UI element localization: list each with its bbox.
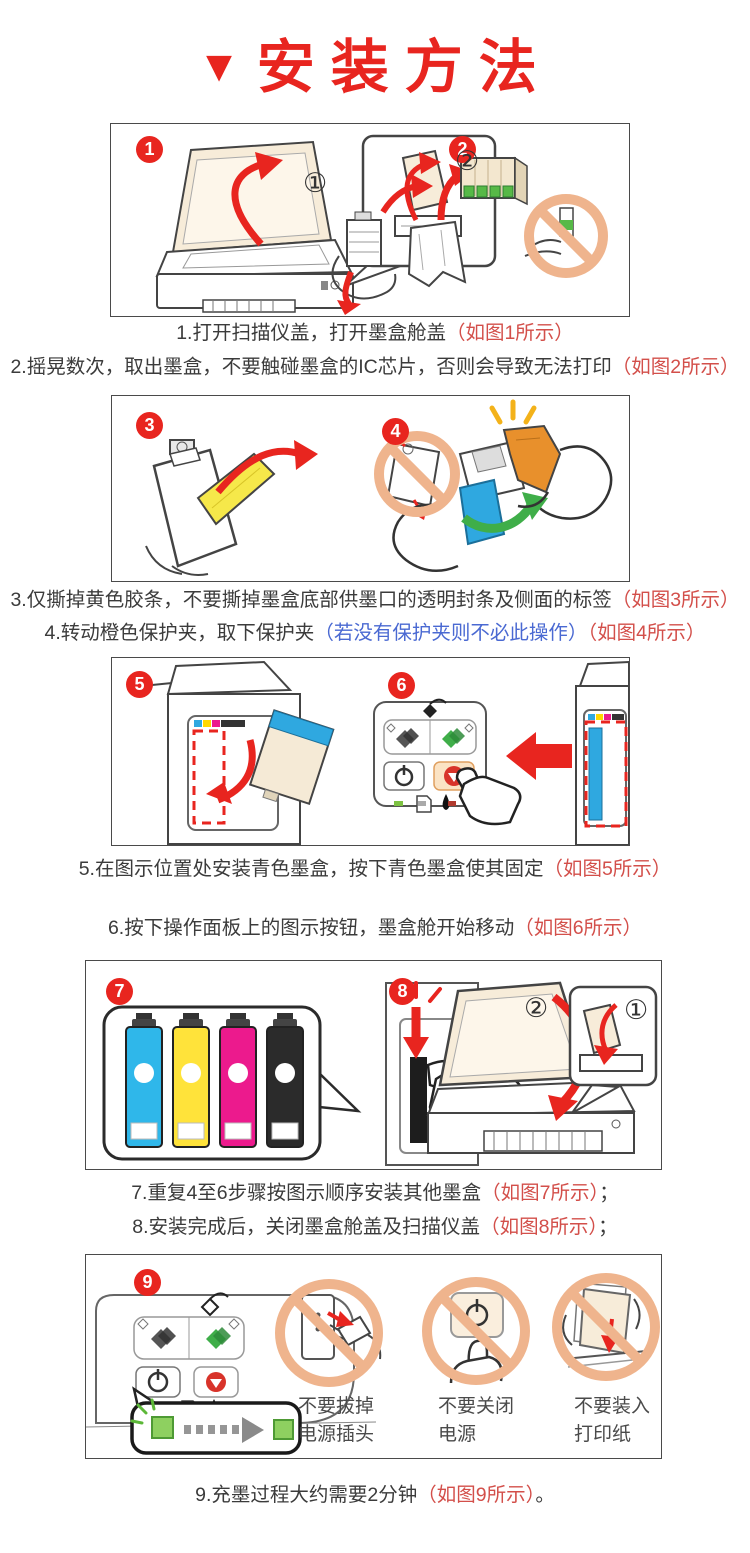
step-3-text: 3.仅撕掉黄色胶条，不要撕掉墨盒底部供墨口的透明封条及侧面的标签 — [10, 589, 612, 611]
prohibition-circle-ic-chip — [524, 194, 608, 278]
step-6: 6.按下操作面板上的图示按钮，墨盒舱开始移动（如图6所示） — [0, 913, 750, 943]
step-8-ref: （如图8所示） — [480, 1216, 599, 1238]
charging-led-callout — [130, 1386, 302, 1455]
prohibition-circle-bottom-seal — [374, 431, 460, 517]
steady-led-square — [273, 1419, 294, 1440]
red-arrow-left — [506, 732, 572, 780]
close-cover-inset — [568, 985, 658, 1114]
step-9: 9.充墨过程大约需要2分钟（如图9所示）。 — [0, 1480, 750, 1510]
ink-cartridge-block-illustration — [460, 156, 528, 206]
warning-line: 电源插头 — [298, 1424, 375, 1445]
figure-badge-4: 4 — [382, 418, 409, 445]
warning-line: 电源 — [438, 1424, 477, 1445]
step-4-text: 4.转动橙色保护夹，取下保护夹 — [44, 622, 315, 644]
step-2: 2.摇晃数次，取出墨盒，不要触碰墨盒的IC芯片，否则会导致无法打印（如图2所示） — [0, 352, 750, 382]
circled-number-2: ② — [455, 146, 480, 176]
figure-badge-9: 9 — [134, 1269, 161, 1296]
cyan-cartridge — [248, 709, 335, 806]
step-8-suffix: ； — [598, 1216, 618, 1238]
figure-box-step-9: 9 不要拔掉 电源插头 不要关闭 电源 不要装入 打印纸 — [85, 1254, 662, 1459]
page-title-text: 安装方法 — [256, 35, 553, 100]
warning-line: 不要装入 — [574, 1396, 651, 1417]
warning-line: 不要关闭 — [438, 1396, 515, 1417]
figure-3-4-illustration — [145, 399, 613, 576]
step-4-note: （若没有保护夹则不必此操作） — [314, 622, 588, 644]
rotate-orange-clip-illustration — [392, 399, 613, 573]
cartridge-bay-installed-illustration — [575, 660, 629, 845]
step-2-ref: （如图2所示） — [611, 356, 740, 378]
figure-7-8-illustration — [102, 981, 658, 1166]
blinking-led-square — [151, 1416, 174, 1439]
step-3: 3.仅撕掉黄色胶条，不要撕掉墨盒底部供墨口的透明封条及侧面的标签（如图3所示） — [0, 585, 750, 615]
step-7-text: 7.重复4至6步骤按图示顺序安装其他墨盒 — [131, 1182, 482, 1204]
peel-yellow-tape-illustration — [145, 439, 318, 576]
prohibition-slash — [437, 1292, 515, 1370]
insert-cyan-cartridge-illustration — [151, 660, 335, 845]
figure-5-6-illustration — [151, 660, 629, 845]
prohibition-circle-unplug — [275, 1279, 383, 1387]
figure-1-2-illustration — [155, 134, 574, 315]
figure-box-steps-7-8: 7 8 ② ① — [85, 960, 662, 1170]
yellow-cartridge — [172, 1013, 210, 1148]
step-1-ref: （如图1所示） — [445, 322, 574, 344]
figure-box-steps-5-6: 5 6 — [111, 657, 630, 846]
figure-badge-7: 7 — [106, 978, 133, 1005]
warning-line: 不要拔掉 — [298, 1396, 375, 1417]
step-6-text: 6.按下操作面板上的图示按钮，墨盒舱开始移动 — [107, 917, 515, 939]
figure-badge-1: 1 — [136, 136, 163, 163]
step-2-text: 2.摇晃数次，取出墨盒，不要触碰墨盒的IC芯片，否则会导致无法打印 — [10, 356, 612, 378]
step-9-ref: （如图9所示） — [417, 1484, 536, 1506]
prohibition-circle-power-off — [422, 1277, 530, 1385]
warning-line: 打印纸 — [574, 1424, 632, 1445]
prohibition-slash — [567, 1288, 645, 1366]
gray-arrow-right — [242, 1417, 264, 1443]
figure-badge-5: 5 — [126, 671, 153, 698]
step-7-ref: （如图7所示） — [481, 1182, 600, 1204]
circled-number-1: ① — [624, 995, 649, 1025]
figure-box-steps-3-4: 3 4 — [111, 395, 630, 582]
step-8: 8.安装完成后，关闭墨盒舱盖及扫描仪盖（如图8所示）； — [0, 1212, 750, 1242]
black-cartridge — [266, 1013, 304, 1148]
step-1: 1.打开扫描仪盖，打开墨盒舱盖（如图1所示） — [0, 318, 750, 348]
figure-badge-8: 8 — [389, 978, 416, 1005]
page-title: ▼ 安装方法 — [0, 20, 750, 104]
control-panel-illustration — [373, 698, 522, 826]
warning-label-power-off: 不要关闭 电源 — [438, 1393, 514, 1449]
magenta-cartridge — [219, 1013, 257, 1148]
step-7: 7.重复4至6步骤按图示顺序安装其他墨盒（如图7所示）； — [0, 1178, 750, 1208]
four-cartridges-callout — [102, 1005, 362, 1161]
figure-box-steps-1-2: 1 2 ① ② — [110, 123, 630, 317]
circled-number-2: ② — [524, 993, 549, 1023]
prohibition-circle-load-paper — [552, 1273, 660, 1381]
prohibition-slash — [290, 1294, 368, 1372]
triangle-marker-icon: ▼ — [197, 42, 241, 91]
step-1-text: 1.打开扫描仪盖，打开墨盒舱盖 — [176, 322, 446, 344]
step-4: 4.转动橙色保护夹，取下保护夹（若没有保护夹则不必此操作）（如图4所示） — [0, 618, 750, 648]
step-9-text: 9.充墨过程大约需要2分钟 — [195, 1484, 418, 1506]
prohibition-slash — [385, 442, 449, 506]
figure-badge-6: 6 — [388, 672, 415, 699]
warning-label-load-paper: 不要装入 打印纸 — [574, 1393, 650, 1449]
shake-cartridge-illustration — [331, 174, 433, 315]
step-6-ref: （如图6所示） — [514, 917, 643, 939]
step-5-ref: （如图5所示） — [543, 858, 672, 880]
step-7-suffix: ； — [599, 1182, 619, 1204]
printer-open-lid-illustration — [155, 140, 354, 313]
step-9-suffix: 。 — [535, 1484, 555, 1506]
step-5-text: 5.在图示位置处安装青色墨盒，按下青色墨盒使其固定 — [78, 858, 544, 880]
cyan-cartridge — [125, 1013, 163, 1148]
warning-label-unplug: 不要拔掉 电源插头 — [298, 1393, 374, 1449]
circled-number-1: ① — [303, 168, 328, 198]
figure-badge-3: 3 — [136, 412, 163, 439]
step-8-text: 8.安装完成后，关闭墨盒舱盖及扫描仪盖 — [132, 1216, 481, 1238]
prohibition-slash — [535, 205, 597, 267]
step-4-ref: （如图4所示） — [587, 622, 706, 644]
step-3-ref: （如图3所示） — [611, 589, 740, 611]
step-5: 5.在图示位置处安装青色墨盒，按下青色墨盒使其固定（如图5所示） — [0, 854, 750, 884]
figure-badge-2: 2 — [449, 136, 476, 163]
